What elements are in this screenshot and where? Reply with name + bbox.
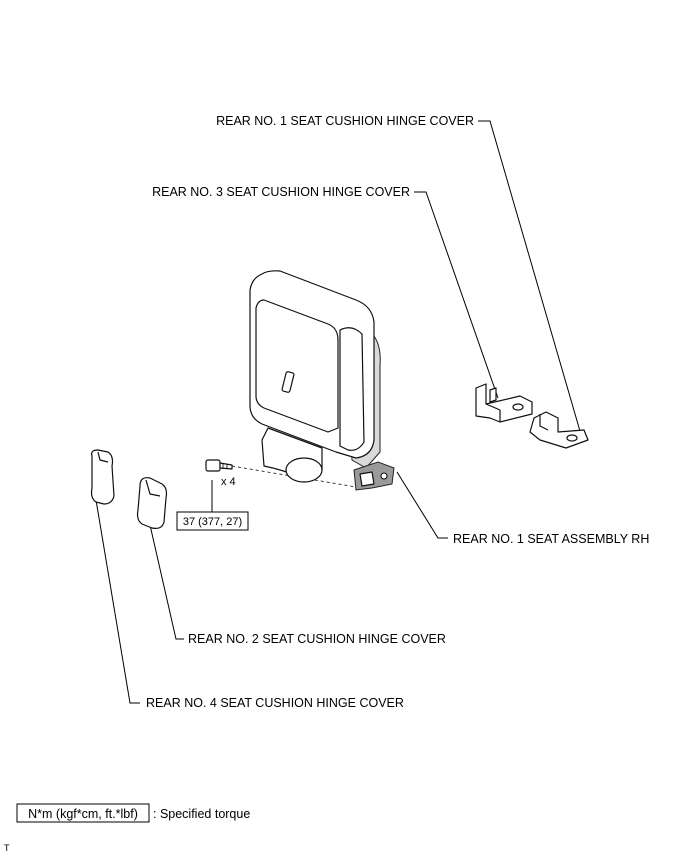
- bolt: [205, 459, 233, 472]
- legend-description: : Specified torque: [153, 807, 250, 821]
- legend-unit-box: [16, 803, 150, 823]
- label-rear-no1-hinge-cover: REAR NO. 1 SEAT CUSHION HINGE COVER: [216, 114, 474, 128]
- torque-box: [176, 511, 249, 531]
- legend-unit-text: N*m (kgf*cm, ft.*lbf): [28, 807, 138, 821]
- leader-lines: [95, 120, 583, 704]
- label-rear-no4-hinge-cover: REAR NO. 4 SEAT CUSHION HINGE COVER: [146, 696, 404, 710]
- bolt-quantity: x 4: [221, 476, 236, 488]
- corner-mark: T: [4, 843, 10, 853]
- label-rear-no3-hinge-cover: REAR NO. 3 SEAT CUSHION HINGE COVER: [152, 185, 410, 199]
- torque-value: 37 (377, 27): [183, 516, 242, 528]
- label-rear-no2-hinge-cover: REAR NO. 2 SEAT CUSHION HINGE COVER: [188, 632, 446, 646]
- rear-no3-hinge-cover-part: [475, 383, 533, 423]
- rear-no4-hinge-cover-part: [90, 449, 115, 505]
- rear-no1-hinge-cover-part: [529, 411, 589, 449]
- label-rear-no1-seat-assembly: REAR NO. 1 SEAT ASSEMBLY RH: [453, 532, 649, 546]
- rear-no2-hinge-cover-part: [136, 477, 168, 529]
- rear-no1-seat-assembly: [249, 270, 395, 491]
